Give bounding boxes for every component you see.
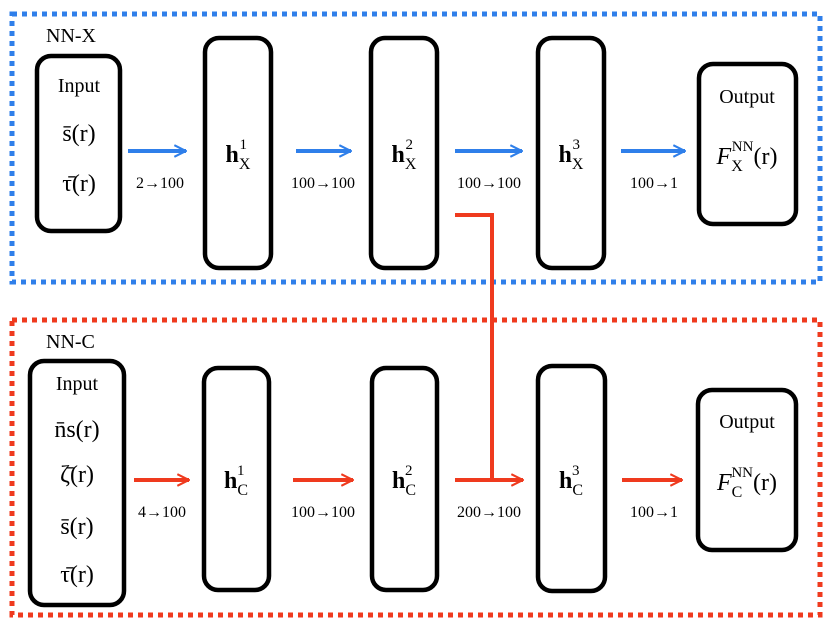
nn-x-input-title: Input [58,75,101,97]
nn-c-input-var-zeta: ζ̄(r) [60,462,94,488]
nn-x-panel-border [9,11,823,285]
nn-c-dim-4: 100→1 [630,504,678,521]
nn-c-dim-2: 100→100 [291,504,355,521]
svg-text:hX1: hX 1 [226,137,251,173]
nn-c-layer-3-base: h [559,468,572,494]
nn-c-layer-1: hC 1 [201,365,272,593]
nn-c-input-title: Input [56,373,99,395]
nn-x-layer-3-sub: X [572,156,584,173]
nn-c-dim-3: 200→100 [457,504,521,521]
nn-c-layer-2-sup: 2 [405,463,413,479]
nn-c-input-box: Input n̄s(r) ζ̄(r) s̄(r) τ̄(r) [27,358,127,608]
nn-x-layer-2: hX 2 [368,35,440,271]
nn-c-input-var-s: s̄(r) [60,514,93,540]
nn-x-layer-1-sub: X [239,156,251,173]
nn-c-output-arg: (r) [753,470,777,496]
nn-x-dim-4: 100→1 [630,175,678,192]
nn-x-layer-3-sup: 3 [572,137,580,153]
nn-c-layer-2-base: h [392,468,405,494]
nn-x-output-sub: X [731,158,743,175]
nn-c-layer-3-sup: 3 [572,463,580,479]
svg-text:hX3: hX 3 [559,137,584,173]
nn-c-dim-1: 4→100 [138,504,186,521]
nn-x-dim-2: 100→100 [291,175,355,192]
nn-x-output-sup: NN [732,139,754,155]
nn-c-input-var-tau: τ̄(r) [60,562,94,588]
nn-c-layer-3-sub: C [572,482,583,499]
nn-x-input-var-s: s̄(r) [62,121,95,147]
nn-x-layer-3-base: h [559,142,572,168]
svg-text:hC2: hC 2 [392,463,416,499]
nn-x-layer-2-base: h [392,142,405,168]
nn-x-layer-3: hX 3 [535,35,607,271]
nn-x-output-box: Output FX NN(r) [696,61,799,227]
nn-c-layer-3: hC 3 [535,363,608,594]
nn-c-output-sub: C [732,484,743,501]
nn-c-output-box: Output FC NN(r) [695,387,799,553]
nn-c-layer-2-sub: C [405,482,416,499]
nn-c-output-base: F [716,470,732,496]
nn-x-layer-1-sup: 1 [239,137,247,153]
nn-c-layer-1-base: h [224,468,237,494]
nn-x-panel-label: NN-X [46,25,97,47]
nn-c-input-var-ns: n̄s(r) [54,417,99,443]
nn-x-input-var-tau: τ̄(r) [62,171,96,197]
nn-c-output-sup: NN [731,465,753,481]
nn-c-layer-1-sup: 1 [237,463,245,479]
nn-x-layer-2-sup: 2 [405,137,413,153]
nn-x-output-title: Output [719,86,775,108]
cross-connection-line [455,213,494,480]
nn-c-panel-label: NN-C [46,331,95,353]
nn-x-dim-3: 100→100 [457,175,521,192]
nn-c-layer-2: hC 2 [369,365,440,593]
nn-x-layer-1-base: h [226,142,239,168]
nn-x-layer-2-sub: X [405,156,417,173]
nn-x-output-base: F [716,144,732,170]
nn-c-panel-border [9,317,823,618]
svg-text:FXNN(r): FX NN(r) [716,139,778,175]
nn-x-dim-1: 2→100 [136,175,184,192]
nn-x-layer-1: hX 1 [202,35,274,271]
nn-c-output-title: Output [719,411,775,433]
svg-text:FCNN(r): FC NN(r) [716,465,777,501]
nn-x-output-arg: (r) [753,144,777,170]
nn-x-input-box: Input s̄(r) τ̄(r) [34,53,123,234]
svg-text:hX2: hX 2 [392,137,417,173]
svg-text:hC3: hC 3 [559,463,583,499]
nn-c-layer-1-sub: C [237,482,248,499]
svg-text:hC1: hC 1 [224,463,248,499]
